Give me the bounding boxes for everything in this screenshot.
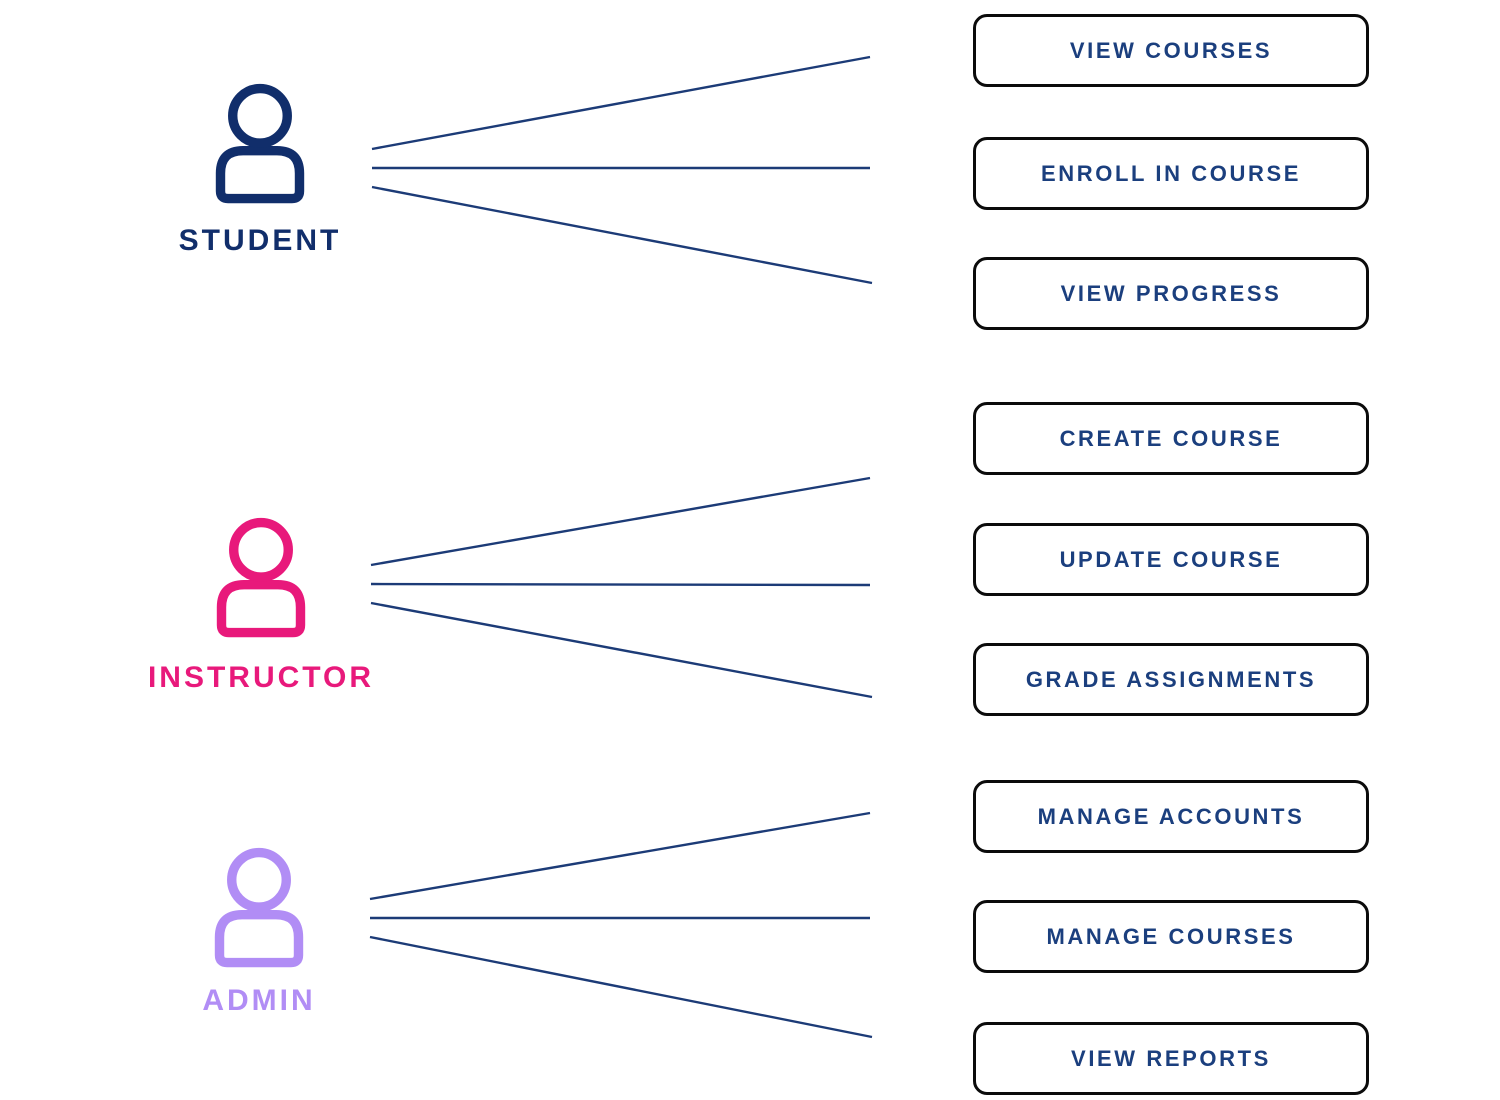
usecase-node-create-course: CREATE COURSE — [973, 402, 1369, 475]
usecase-node-update-course: UPDATE COURSE — [973, 523, 1369, 596]
connector-instructor-to-grade-assignments — [370, 601, 873, 699]
usecase-label: MANAGE ACCOUNTS — [1037, 803, 1305, 829]
connector-student-to-view-courses — [371, 55, 871, 151]
actor-label-admin: ADMIN — [202, 984, 316, 1017]
usecase-node-view-courses: VIEW COURSES — [973, 14, 1369, 87]
student-person-icon — [215, 83, 305, 204]
usecase-node-manage-accounts: MANAGE ACCOUNTS — [973, 780, 1369, 853]
instructor-person-icon — [216, 517, 306, 638]
actor-label-instructor: INSTRUCTOR — [147, 661, 375, 694]
usecase-node-enroll-in-course: ENROLL IN COURSE — [973, 137, 1369, 210]
connector-instructor-to-update-course — [370, 582, 871, 587]
usecase-label: VIEW COURSES — [1069, 37, 1273, 63]
usecase-node-grade-assignments: GRADE ASSIGNMENTS — [973, 643, 1369, 716]
admin-person-icon — [214, 847, 304, 968]
connector-instructor-to-create-course — [370, 476, 871, 567]
usecase-label: GRADE ASSIGNMENTS — [1025, 666, 1317, 692]
usecase-label: UPDATE COURSE — [1059, 546, 1283, 572]
actor-label-student: STUDENT — [178, 224, 342, 257]
usecase-label: MANAGE COURSES — [1046, 923, 1296, 949]
usecase-node-view-progress: VIEW PROGRESS — [973, 257, 1369, 330]
usecase-label: VIEW PROGRESS — [1060, 280, 1282, 306]
usecase-label: ENROLL IN COURSE — [1041, 160, 1301, 186]
connector-admin-to-view-reports — [369, 935, 873, 1039]
usecase-node-manage-courses: MANAGE COURSES — [973, 900, 1369, 973]
connector-admin-to-manage-accounts — [369, 811, 871, 901]
connector-student-to-view-progress — [371, 185, 873, 285]
usecase-label: CREATE COURSE — [1059, 425, 1283, 451]
usecase-label: VIEW REPORTS — [1071, 1045, 1271, 1071]
usecase-node-view-reports: VIEW REPORTS — [973, 1022, 1369, 1095]
